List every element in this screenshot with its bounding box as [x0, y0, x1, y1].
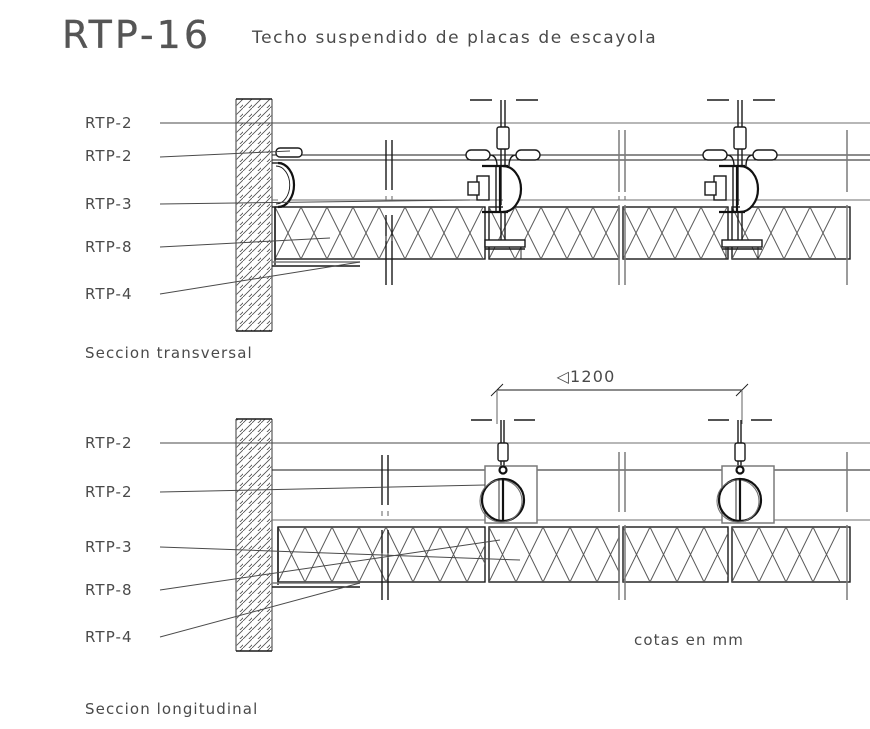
- hanger-assembly-1-longitudinal: [471, 419, 538, 524]
- break-line-1-longitudinal: [381, 455, 389, 600]
- section-transversal: RTP-2 RTP-2 RTP-3 RTP-8 RTP-4 Seccion tr…: [85, 98, 870, 362]
- label-rtp-4-longitudinal: RTP-4: [85, 628, 133, 646]
- ceiling-panels-transversal: [274, 206, 851, 260]
- label-rtp-2-a-longitudinal: RTP-2: [85, 434, 133, 452]
- wall-longitudinal: [235, 418, 273, 652]
- labels-transversal: RTP-2 RTP-2 RTP-3 RTP-8 RTP-4: [85, 114, 480, 303]
- hanger-assembly-1-transversal: [465, 99, 541, 259]
- label-rtp-2-b-transversal: RTP-2: [85, 147, 133, 165]
- dimension-1200: ◁1200: [490, 367, 749, 424]
- hanger-wall-transversal: [272, 147, 303, 209]
- break-line-2-transversal: [618, 130, 626, 285]
- caption-longitudinal: Seccion longitudinal: [85, 700, 258, 718]
- label-rtp-3-longitudinal: RTP-3: [85, 538, 133, 556]
- caption-transversal: Seccion transversal: [85, 344, 253, 362]
- label-rtp-4-transversal: RTP-4: [85, 285, 133, 303]
- units-note: cotas en mm: [634, 631, 744, 649]
- hanger-assembly-2-longitudinal: [708, 419, 775, 524]
- hanger-assembly-2-transversal: [702, 99, 778, 259]
- label-rtp-3-transversal: RTP-3: [85, 195, 133, 213]
- wall-transversal: [235, 98, 273, 332]
- drawing-title: Techo suspendido de placas de escayola: [251, 28, 657, 48]
- label-rtp-8-longitudinal: RTP-8: [85, 581, 133, 599]
- break-line-1-transversal: [385, 140, 393, 285]
- drawing-code: RTP-16: [62, 13, 211, 57]
- dimension-1200-text: ◁1200: [555, 367, 615, 386]
- section-longitudinal: ◁1200: [85, 367, 870, 718]
- label-rtp-8-transversal: RTP-8: [85, 238, 133, 256]
- labels-longitudinal: RTP-2 RTP-2 RTP-3 RTP-8 RTP-4: [85, 434, 521, 646]
- break-line-2-longitudinal: [618, 452, 626, 600]
- label-rtp-2-b-longitudinal: RTP-2: [85, 483, 133, 501]
- perimeter-angle-transversal: [272, 207, 360, 267]
- label-rtp-2-a-transversal: RTP-2: [85, 114, 133, 132]
